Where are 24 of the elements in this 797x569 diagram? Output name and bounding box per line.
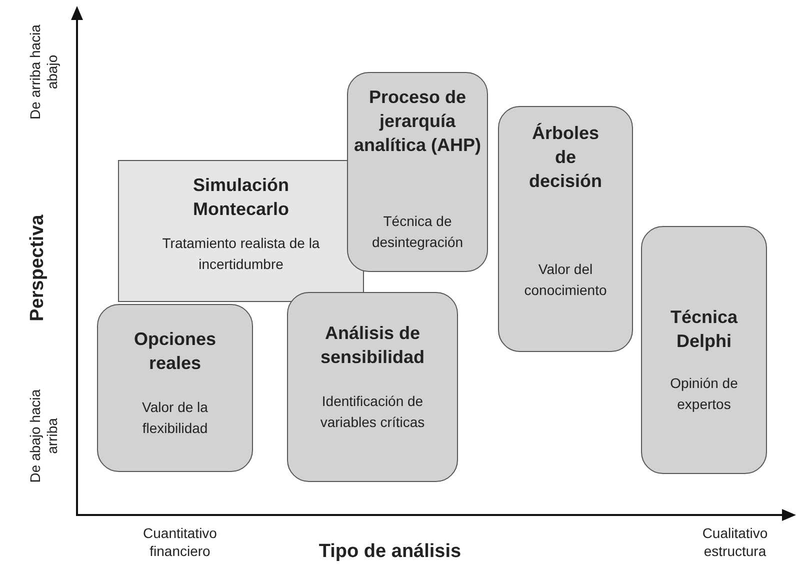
method-title: Análisis de sensibilidad [319, 322, 426, 369]
method-description: Valor del conocimiento [523, 260, 608, 300]
method-card [97, 304, 253, 472]
method-title: Opciones reales [132, 328, 218, 375]
method-card [287, 292, 458, 482]
axis-tick-label: De abajo hacia arriba [27, 388, 61, 485]
axis-title: Perspectiva [26, 214, 49, 322]
method-card [498, 106, 633, 352]
method-card [641, 226, 767, 474]
method-title: Técnica Delphi [669, 306, 739, 353]
method-title: Árboles de decisión [528, 122, 604, 193]
method-description: Tratamiento realista de la incertidumbre [161, 234, 321, 274]
method-description: Valor de la flexibilidad [141, 398, 209, 438]
method-title: Proceso de jerarquía analítica (AHP) [352, 86, 482, 157]
axis-tick-label: Cuantitativo financiero [142, 524, 218, 560]
method-box [118, 160, 364, 302]
method-description: Técnica de desintegración [370, 212, 464, 252]
method-description: Identificación de variables críticas [319, 392, 426, 432]
axis-tick-label: Cualitativo estructura [701, 524, 769, 560]
method-card [347, 72, 488, 272]
axis-title: Tipo de análisis [318, 540, 462, 564]
method-title: Simulación Montecarlo [192, 174, 290, 221]
axis-tick-label: De arriba hacia abajo [27, 24, 61, 122]
method-description: Opinión de expertos [669, 374, 739, 414]
